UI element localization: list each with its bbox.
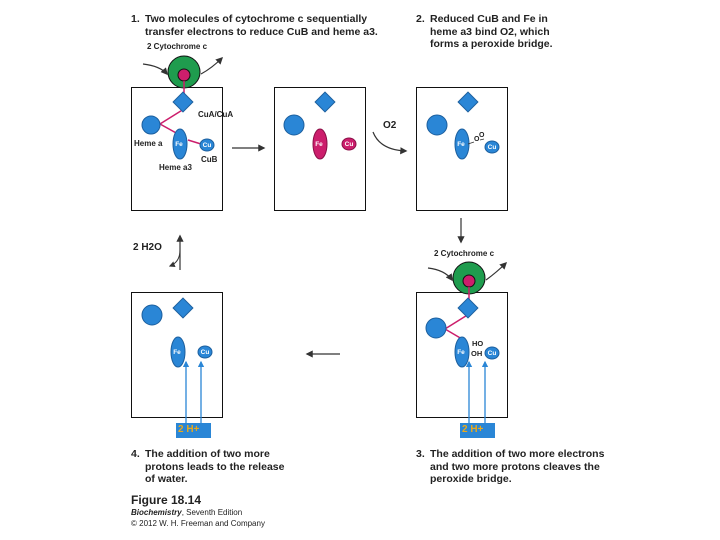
cub-1 xyxy=(199,138,215,152)
figure-title: Figure 18.14 xyxy=(131,493,202,507)
cub-5 xyxy=(197,345,213,359)
step-4-number: 4. xyxy=(131,448,140,460)
cu-label-2: Cu xyxy=(345,141,354,148)
heme-a-disc-5 xyxy=(141,304,163,326)
heme-a-disc-3 xyxy=(426,114,448,136)
fe-label-2: Fe xyxy=(315,141,323,148)
edition-line: Biochemistry, Seventh Edition xyxy=(131,508,242,517)
cua-diamond-5 xyxy=(172,297,194,319)
o2-label: O2 xyxy=(383,120,397,131)
cu-label-3: Cu xyxy=(488,144,497,151)
oh-label: OH xyxy=(471,349,483,358)
water-label: 2 H2O xyxy=(133,242,162,253)
cua-diamond-1 xyxy=(172,91,194,113)
cyt-c-top-label: 2 Cytochrome c xyxy=(147,42,208,51)
heme-a-label: Heme a xyxy=(134,139,163,148)
heme-a-disc-4 xyxy=(425,317,447,339)
book-title: Biochemistry xyxy=(131,508,182,517)
edition-text: , Seventh Edition xyxy=(181,508,243,517)
fe-label-5: Fe xyxy=(173,349,181,356)
step-3-number: 3. xyxy=(416,448,425,460)
cub-4 xyxy=(484,346,500,360)
step-2-number: 2. xyxy=(416,13,425,25)
cyt-arrow-out-bottom xyxy=(485,261,508,281)
cub-3 xyxy=(484,140,500,154)
step-3-text: The addition of two more electrons and t… xyxy=(430,448,605,485)
proton-badge-left xyxy=(176,423,211,438)
cua-diamond-3 xyxy=(457,91,479,113)
fe-label-1: Fe xyxy=(175,141,183,148)
step-1-caption: 1. Two molecules of cytochrome c sequent… xyxy=(131,13,381,38)
cub-label: CuB xyxy=(201,155,218,164)
cua-label: CuA/CuA xyxy=(198,110,234,119)
copyright-line: © 2012 W. H. Freeman and Company xyxy=(131,519,265,528)
peroxide-o-2: O xyxy=(479,132,485,139)
cyt-c-bottom-label: 2 Cytochrome c xyxy=(434,249,495,258)
cyt-arrow-out-top xyxy=(200,56,224,75)
flow-arrow-2-3 xyxy=(372,131,408,155)
heme-a3-1 xyxy=(172,128,188,160)
cua-diamond-2 xyxy=(314,91,336,113)
step-2-text: Reduced CuB and Fe in heme a3 bind O2, w… xyxy=(430,13,553,50)
step-4-caption: 4. The addition of two more protons lead… xyxy=(131,448,291,486)
peroxide-bond-b xyxy=(479,138,485,141)
step-1-number: 1. xyxy=(131,13,140,25)
step-3-caption: 3. The addition of two more electrons an… xyxy=(416,448,606,486)
heme-a3-2 xyxy=(312,128,328,160)
cu-label-5: Cu xyxy=(201,349,210,356)
heme-a3-5 xyxy=(170,336,186,368)
peroxide-o-1: O xyxy=(474,136,480,143)
electron-path-5 xyxy=(443,313,470,340)
cu-label-4: Cu xyxy=(488,350,497,357)
protons-right-label: 2 H+ xyxy=(462,424,484,435)
cytochrome-c-top xyxy=(167,55,201,89)
cyt-arrow-in-bottom xyxy=(427,267,453,282)
cub-2 xyxy=(341,137,357,151)
ho-label: HO xyxy=(472,339,484,348)
heme-a3-4 xyxy=(454,336,470,368)
heme-a3-label: Heme a3 xyxy=(159,163,192,172)
step-2-caption: 2. Reduced CuB and Fe in heme a3 bind O2… xyxy=(416,13,566,51)
heme-a-disc-2 xyxy=(283,114,305,136)
electron-path-3 xyxy=(187,139,202,145)
proton-badge-right xyxy=(460,423,495,438)
fe-label-3: Fe xyxy=(457,141,465,148)
peroxide-bond-a xyxy=(467,141,475,145)
step-4-text: The addition of two more protons leads t… xyxy=(145,448,285,485)
water-release-arrow xyxy=(168,249,181,267)
cyt-arrow-in-top xyxy=(142,63,168,76)
protons-left-label: 2 H+ xyxy=(178,424,200,435)
step-1-text: Two molecules of cytochrome c sequential… xyxy=(145,13,378,38)
cu-label-1: Cu xyxy=(203,142,212,149)
cua-diamond-4 xyxy=(457,297,479,319)
fe-label-4: Fe xyxy=(457,349,465,356)
heme-a-disc-1 xyxy=(141,115,161,135)
